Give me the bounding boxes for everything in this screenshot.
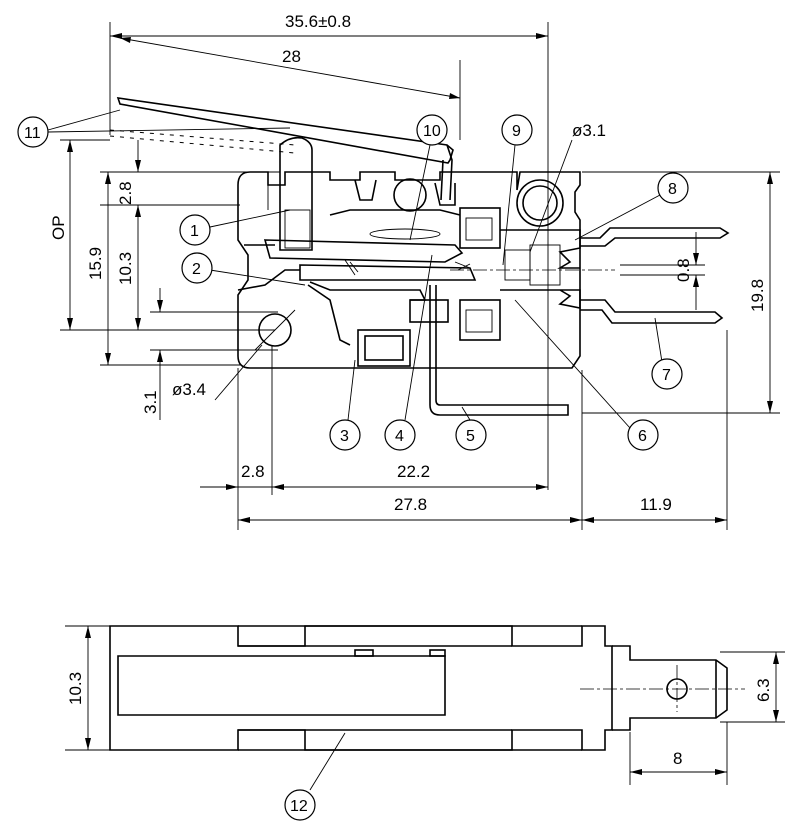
callout-2: 2 (181, 252, 306, 286)
callout-11: 11 (17, 109, 291, 148)
side-view: 35.6±0.8 28 OP 15.9 2.8 10.3 (17, 12, 780, 530)
lever (116, 97, 454, 164)
svg-text:9: 9 (512, 123, 521, 140)
svg-text:7: 7 (662, 367, 671, 384)
svg-text:10: 10 (423, 123, 441, 140)
dim-2-8-top: 2.8 (116, 181, 135, 205)
dim-6-3: 6.3 (754, 678, 773, 702)
svg-text:12: 12 (290, 798, 308, 815)
switch-body (237, 171, 581, 369)
dim-3-1: 3.1 (141, 390, 160, 414)
dim-hole-small: ø3.4 (172, 380, 206, 399)
dim-22-2: 22.2 (397, 462, 430, 481)
callout-7: 7 (651, 317, 683, 390)
callout-3: 3 (329, 359, 361, 451)
dim-10-3-bottom: 10.3 (66, 672, 85, 705)
dim-total-length: 35.6±0.8 (285, 12, 351, 31)
svg-text:4: 4 (395, 428, 404, 445)
svg-text:3: 3 (340, 428, 349, 445)
svg-text:6: 6 (638, 428, 647, 445)
svg-text:8: 8 (668, 181, 677, 198)
callout-10: 10 (409, 114, 448, 241)
mounting-hole (258, 313, 292, 347)
callout-1: 1 (179, 209, 291, 246)
dim-lever-length: 28 (282, 47, 301, 66)
svg-text:2: 2 (192, 261, 201, 278)
terminal-upper (580, 227, 730, 247)
dim-15-9: 15.9 (86, 247, 105, 280)
callout-12: 12 (284, 732, 346, 821)
dim-19-8: 19.8 (748, 279, 767, 312)
body-top-view (109, 625, 613, 751)
svg-text:1: 1 (190, 223, 199, 240)
svg-text:11: 11 (24, 125, 41, 142)
plunger (279, 136, 313, 251)
lever-top-view (117, 655, 446, 716)
dim-op: OP (49, 215, 68, 240)
dim-8: 8 (673, 749, 682, 768)
svg-text:5: 5 (466, 428, 475, 445)
callout-8: 8 (574, 172, 689, 241)
callout-6: 6 (514, 299, 659, 451)
callout-4: 4 (384, 254, 433, 451)
callout-5: 5 (455, 406, 487, 451)
dim-27-8: 27.8 (394, 495, 427, 514)
dim-hole-large: ø3.1 (572, 121, 606, 140)
dim-11-9: 11.9 (640, 495, 672, 514)
dim-2-8-bottom: 2.8 (241, 462, 265, 481)
callout-9: 9 (501, 114, 533, 266)
top-view: 10.3 6.3 8 12 (65, 625, 785, 821)
terminal-lower (580, 299, 724, 324)
dim-10-3-side: 10.3 (116, 252, 135, 285)
dim-0-8: 0.8 (674, 258, 693, 282)
